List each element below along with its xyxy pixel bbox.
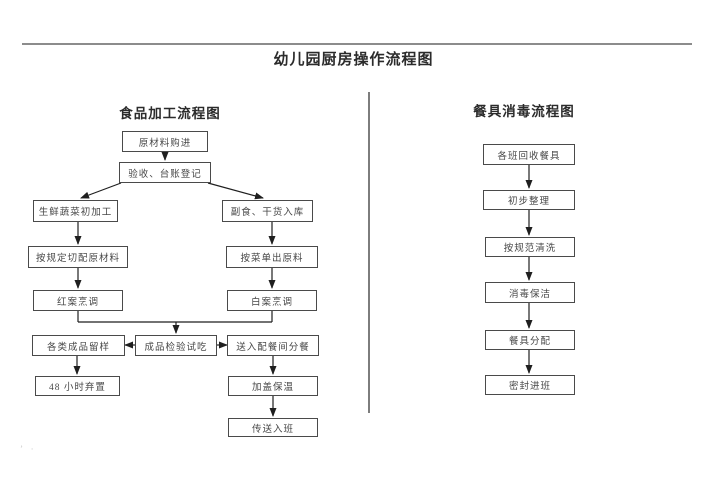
node-initial-tidy: 初步整理 <box>483 190 575 210</box>
node-cut-prepare-materials: 按规定切配原材料 <box>28 246 128 268</box>
node-collect-tableware: 各班回收餐具 <box>483 144 575 165</box>
node-cover-keep-warm: 加盖保温 <box>228 376 318 396</box>
node-48h-disposal: 48 小时弃置 <box>35 376 120 396</box>
scan-artifact-marks: ’ · <box>20 444 37 454</box>
node-side-food-storage: 副食、干货入库 <box>222 200 313 222</box>
node-standard-washing: 按规范清洗 <box>485 237 575 257</box>
node-red-case-cooking: 红案烹调 <box>33 290 123 311</box>
node-sealed-to-class: 密封进班 <box>485 375 575 395</box>
left-chart-title: 食品加工流程图 <box>119 106 221 121</box>
node-serving-room-distribution: 送入配餐间分餐 <box>227 335 319 356</box>
page-title: 幼儿园厨房操作流程图 <box>273 52 434 68</box>
node-fresh-vegetable-processing: 生鲜蔬菜初加工 <box>33 200 118 222</box>
node-inspection-tasting: 成品检验试吃 <box>135 335 217 356</box>
node-white-case-cooking: 白案烹调 <box>227 290 317 311</box>
node-raw-material-purchase: 原材料购进 <box>122 131 208 152</box>
node-issue-by-menu: 按菜单出原料 <box>226 246 318 268</box>
node-deliver-to-class: 传送入班 <box>228 418 318 437</box>
node-tableware-distribution: 餐具分配 <box>485 330 575 350</box>
node-acceptance-ledger: 验收、台账登记 <box>119 162 211 183</box>
right-chart-title: 餐具消毒流程图 <box>473 104 575 119</box>
node-disinfect-clean: 消毒保洁 <box>485 282 575 303</box>
node-finished-product-sample: 各类成品留样 <box>32 335 125 356</box>
